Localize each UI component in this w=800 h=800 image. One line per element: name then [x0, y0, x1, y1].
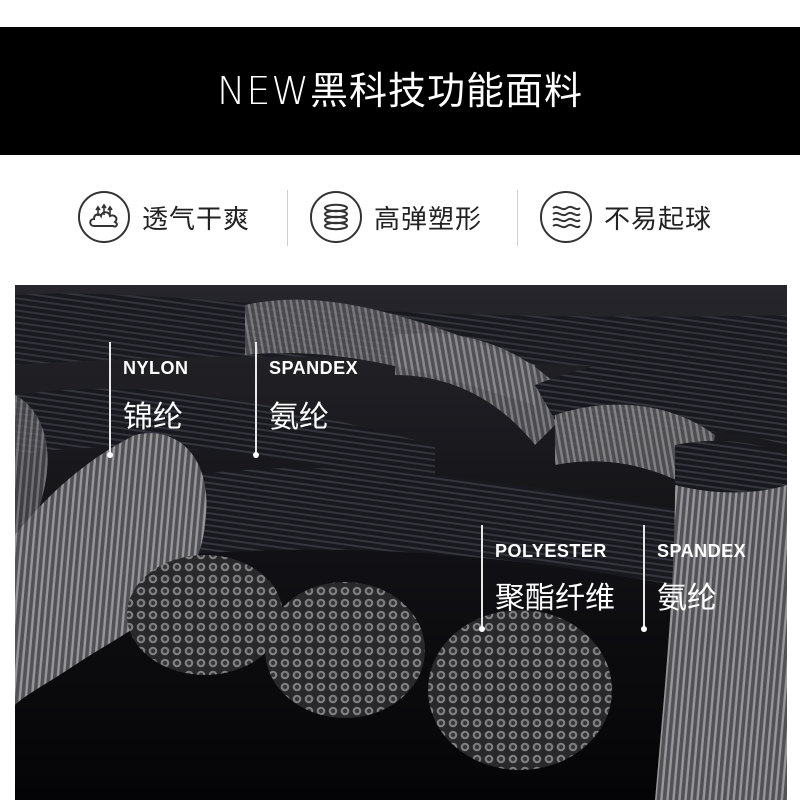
tag-pointer-dot [253, 452, 259, 458]
breathable-cloud-icon [78, 191, 130, 243]
tag-en-label: SPANDEX [657, 541, 747, 561]
feature-elastic-label: 高弹塑形 [374, 204, 483, 235]
tag-pointer-line [255, 342, 257, 455]
feature-row: 透气干爽 高弹塑形 不易起球 [0, 182, 800, 252]
tag-en-label: NYLON [123, 358, 189, 378]
feature-breathable-label: 透气干爽 [142, 204, 251, 235]
tag-pointer-dot [479, 626, 485, 632]
tag-zh-label: 锦纶 [123, 400, 183, 435]
wave-lines-icon [540, 191, 592, 243]
coil-spring-icon [310, 191, 362, 243]
tag-zh-label: 聚酯纤维 [495, 581, 615, 616]
tag-pointer-line [109, 342, 111, 455]
fiber-weave-image [15, 285, 787, 800]
feature-elastic: 高弹塑形 [310, 182, 482, 252]
feature-divider [517, 190, 518, 246]
header-banner: NEW黑科技功能面料 [0, 27, 800, 155]
tag-pointer-line [481, 525, 483, 629]
banner-title: NEW黑科技功能面料 [216, 68, 583, 113]
tag-zh-label: 氨纶 [657, 581, 717, 616]
tag-zh-label: 氨纶 [269, 400, 329, 435]
tag-en-label: POLYESTER [495, 541, 607, 561]
tag-pointer-dot [641, 626, 647, 632]
feature-antipilling-label: 不易起球 [604, 204, 713, 235]
feature-antipilling: 不易起球 [540, 182, 712, 252]
fabric-illustration: NYLON 锦纶 SPANDEX 氨纶 POLYESTER 聚酯纤维 SPAND… [15, 285, 787, 800]
tag-en-label: SPANDEX [269, 358, 359, 378]
feature-breathable: 透气干爽 [78, 182, 250, 252]
tag-pointer-line [643, 525, 645, 629]
feature-divider [287, 190, 288, 246]
tag-pointer-dot [107, 452, 113, 458]
